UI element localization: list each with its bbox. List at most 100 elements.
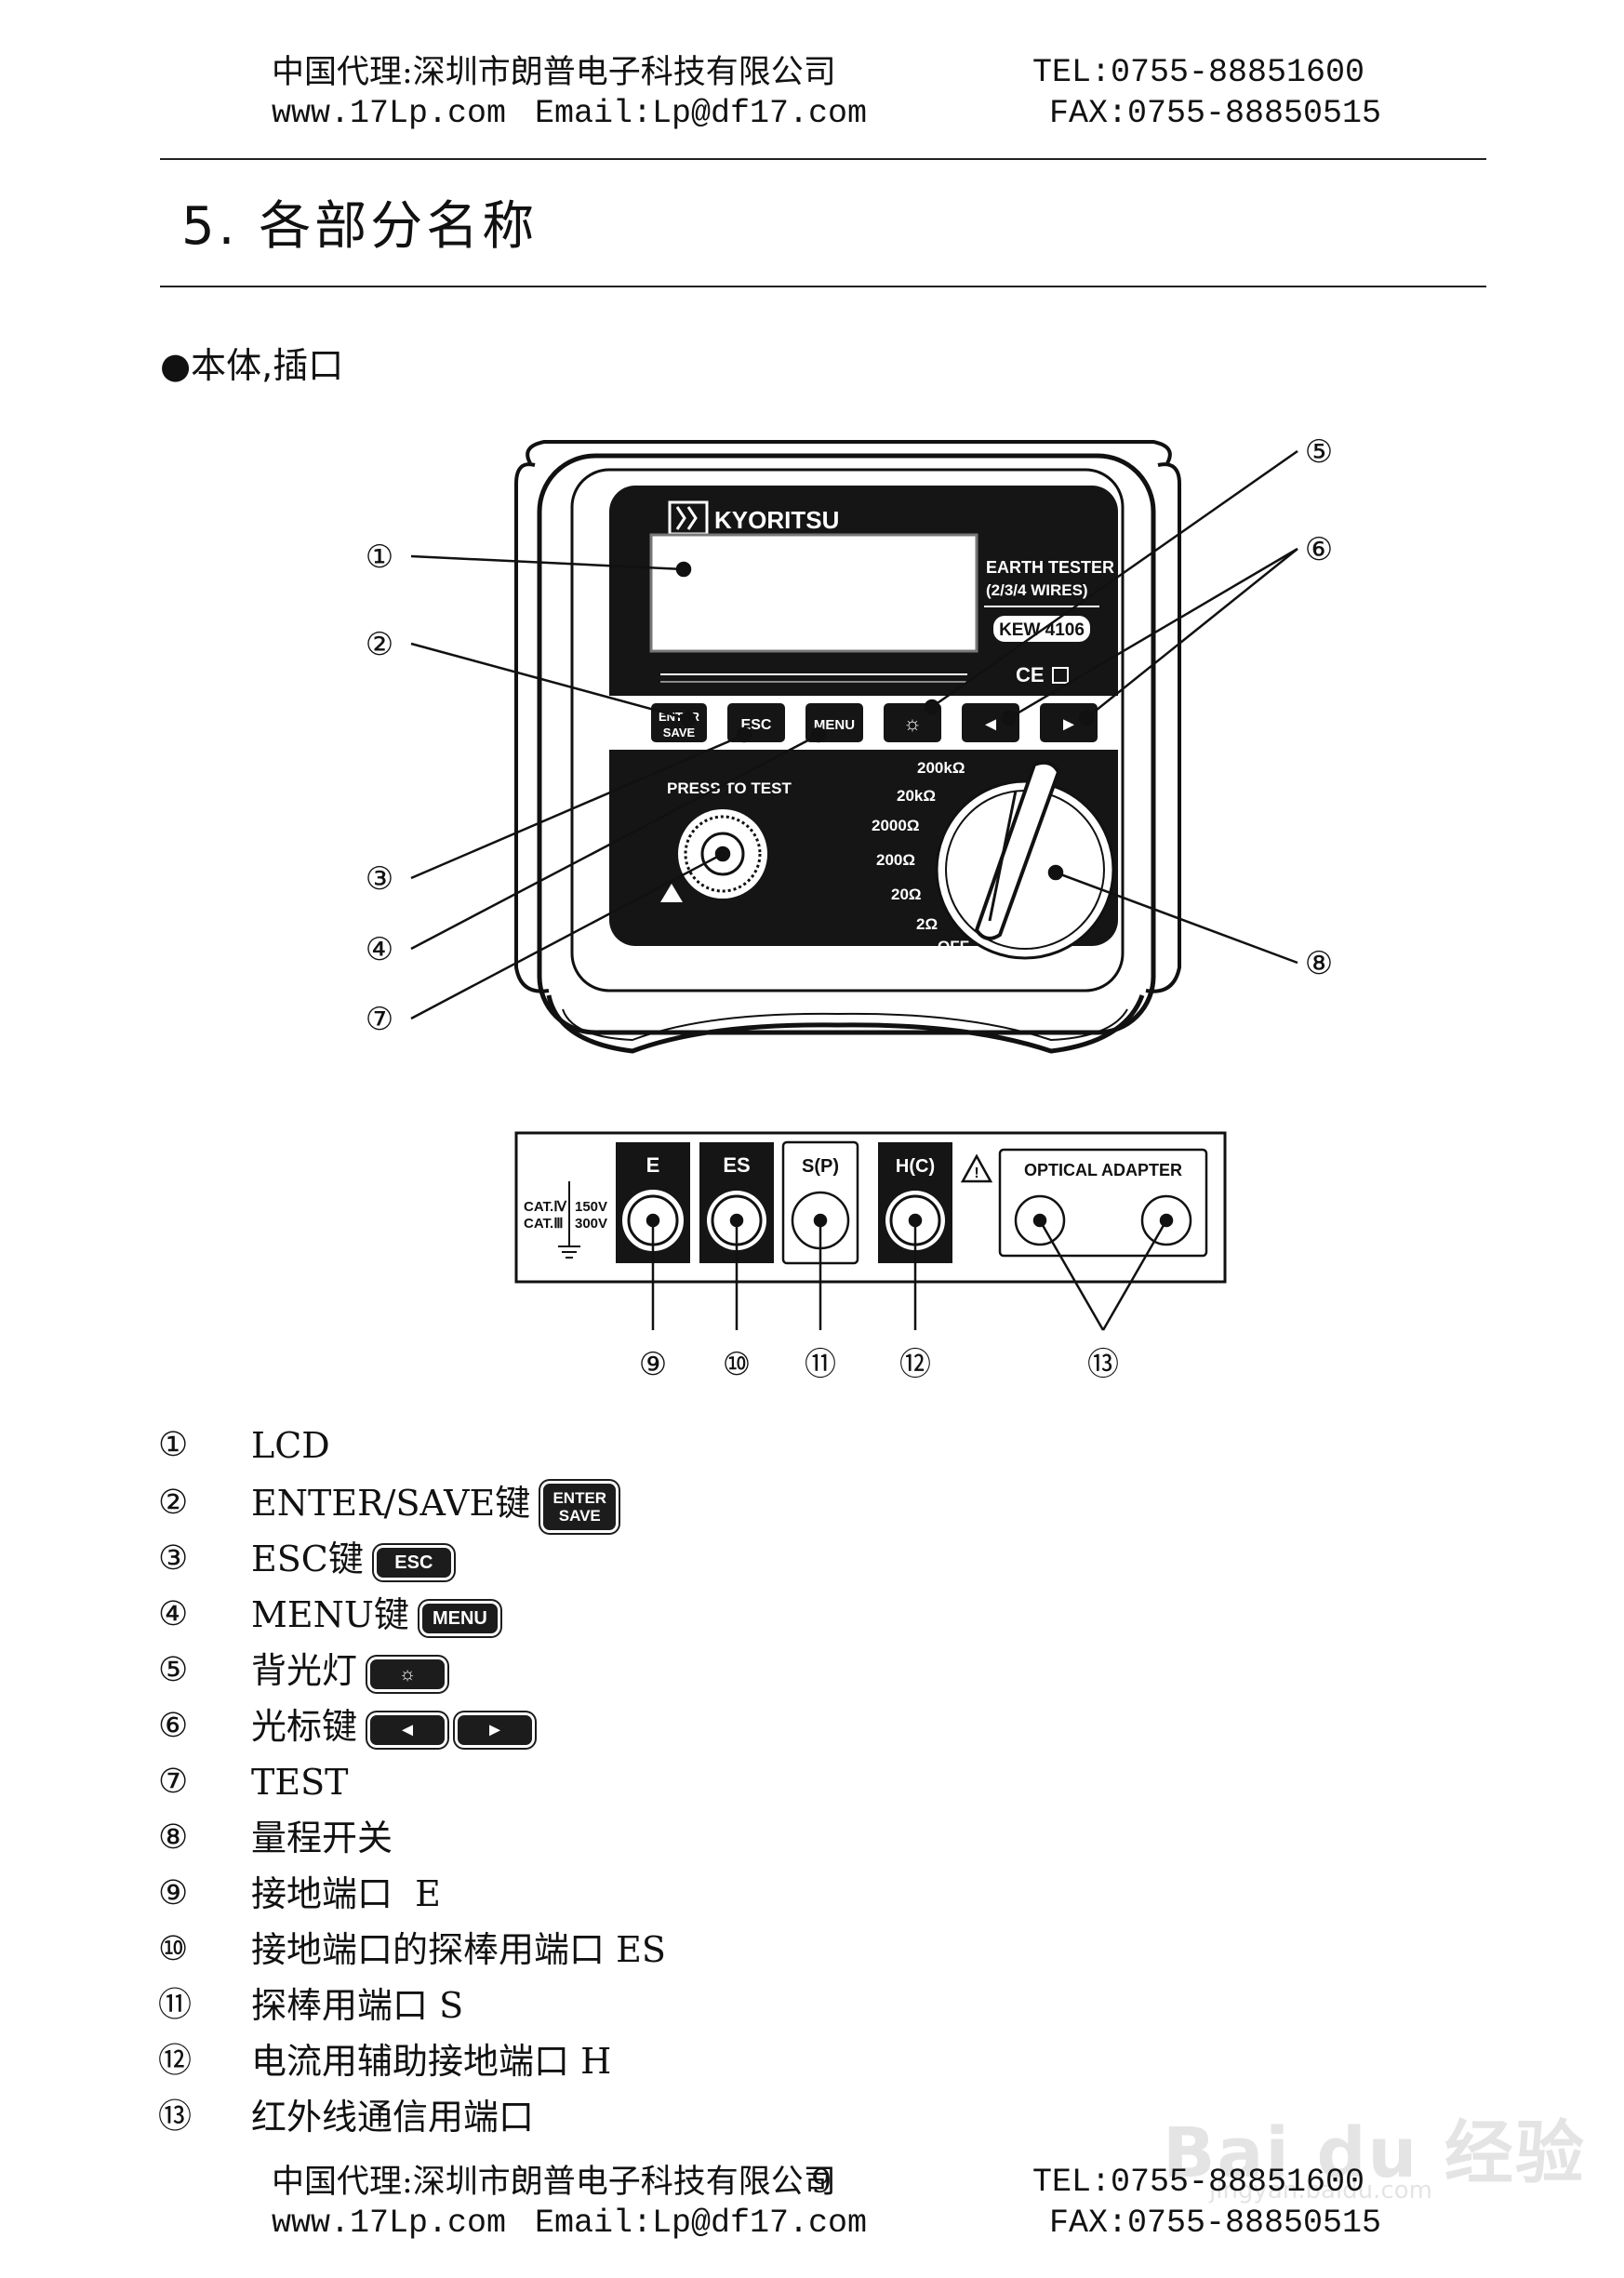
device-body [514,440,1181,1054]
cat4-label: CAT.Ⅳ [524,1199,567,1215]
ce-mark: CE [1016,663,1045,686]
subsection-title: ●本体,插口 [160,345,344,386]
svg-text:200kΩ: 200kΩ [917,759,965,777]
range-labels: 200kΩ 20kΩ 2000Ω 200Ω 20Ω 2Ω OFF [872,759,969,955]
v150-label: 150V [575,1199,607,1215]
watermark-url: jingyan.baidu.com [1209,2177,1432,2205]
header-email[interactable]: Email:Lp@df17.com [535,95,868,132]
callout-4: ④ [366,931,393,968]
svg-text:20Ω: 20Ω [891,886,922,903]
callout-13: ⑬ [1087,1346,1119,1383]
terminal-s-label: S(P) [802,1156,839,1177]
legend-num: ⑩ [158,1930,189,1968]
legend-label-es: 接地端口的探棒用端口 ES [251,1929,666,1970]
ground-icon [558,1181,580,1259]
footer-tel: TEL:0755-88851600 [1032,2164,1365,2201]
header-fax: FAX:0755-88850515 [1049,95,1382,132]
legend-num: ⑤ [158,1651,189,1689]
svg-text:!: ! [974,1166,978,1181]
warning-icon [660,884,683,902]
callout-leaders [410,449,1298,1020]
brand-name: KYORITSU [714,506,839,534]
legend-label: MENU键 [251,1594,409,1635]
model-line1: EARTH TESTER [986,558,1114,577]
callout-6: ⑥ [1305,531,1333,568]
cursor-left-key-icon: ◄ [370,1714,446,1745]
callout-11: ⑪ [805,1346,836,1383]
lcd-screen [649,533,978,653]
callout-7: ⑦ [366,1001,393,1038]
legend-label: 光标键 [251,1706,358,1747]
legend-label-optical: 红外线通信用端口 [251,2097,535,2138]
legend-num: ① [158,1426,189,1464]
terminal-es-label: ES [723,1153,750,1177]
model-line2: (2/3/4 WIRES) [986,581,1088,599]
footer-web[interactable]: www.17Lp.com [272,2205,507,2242]
legend-num: ⑧ [158,1818,189,1857]
backlight-key-icon: ☼ [370,1659,446,1689]
header-tel: TEL:0755-88851600 [1032,54,1365,91]
legend-label: ENTER/SAVE键 [251,1483,531,1524]
legend-label: 背光灯 [251,1650,358,1691]
svg-text:2Ω: 2Ω [916,915,938,933]
cursor-right-icon: ► [1059,714,1078,735]
optical-adapter-label: OPTICAL ADAPTER [1024,1161,1182,1179]
backlight-key[interactable] [884,703,941,742]
legend-num: ⑪ [158,1986,193,2024]
esc-key-icon: ESC [376,1547,451,1578]
svg-text:OFF: OFF [938,938,969,955]
header-web[interactable]: www.17Lp.com [272,95,507,132]
footer-fax: FAX:0755-88850515 [1049,2205,1382,2242]
section-rule [160,286,1486,287]
terminal-panel [514,1131,1227,1284]
terminal-e-label: E [646,1153,660,1177]
callout-5: ⑤ [1305,433,1333,471]
legend-num: ⑦ [158,1763,189,1801]
terminal-warning-icon [960,1153,993,1183]
watermark-brand: Bai du 经验 [1163,2113,1586,2193]
legend-num: ② [158,1484,189,1522]
backlight-icon: ☼ [903,712,922,735]
legend-label-s: 探棒用端口 S [251,1985,464,2026]
svg-text:200Ω: 200Ω [876,851,915,869]
legend-num: ⑥ [158,1707,189,1745]
callout-2: ② [366,626,393,663]
cat3-label: CAT.Ⅲ [524,1216,564,1232]
callout-1: ① [366,539,393,576]
press-to-test-label: PRESS TO TEST [667,779,792,797]
legend-item-backlight: 背光灯 ☼ [251,1650,446,1691]
cursor-left-icon: ◄ [981,714,1000,735]
callout-10: ⑩ [723,1346,751,1383]
v300-label: 300V [575,1216,607,1232]
save-key-label: SAVE [663,726,696,739]
menu-key-label: MENU [814,717,855,733]
legend-label-range-switch: 量程开关 [251,1818,393,1858]
callout-8: ⑧ [1305,945,1333,982]
svg-text:20kΩ: 20kΩ [897,787,936,805]
svg-text:2000Ω: 2000Ω [872,817,919,834]
legend-item-menu: MENU键 MENU [251,1594,498,1635]
cursor-right-key-icon: ► [458,1714,533,1745]
range-switch-pointer [974,760,1061,940]
legend-label-h: 电流用辅助接地端口 H [251,2041,612,2082]
legend-label-lcd: LCD [251,1425,330,1466]
footer-email[interactable]: Email:Lp@df17.com [535,2205,868,2242]
callout-3: ③ [366,860,393,898]
terminal-h-label: H(C) [896,1156,935,1177]
menu-key-icon: MENU [421,1603,498,1633]
legend-label-test: TEST [251,1762,349,1803]
legend-num: ⑬ [158,2098,193,2136]
legend-num: ⑫ [158,2042,193,2080]
callout-12: ⑫ [899,1346,931,1383]
section-title: 5. 各部分名称 [181,196,539,257]
footer-company: 中国代理:深圳市朗普电子科技有限公司 [272,2164,836,2201]
legend-num: ④ [158,1595,189,1633]
legend-num: ⑨ [158,1874,189,1912]
legend-num: ③ [158,1539,189,1578]
legend-item-cursor: 光标键 ◄ ► [251,1706,533,1747]
legend-label-e: 接地端口 E [251,1873,441,1914]
